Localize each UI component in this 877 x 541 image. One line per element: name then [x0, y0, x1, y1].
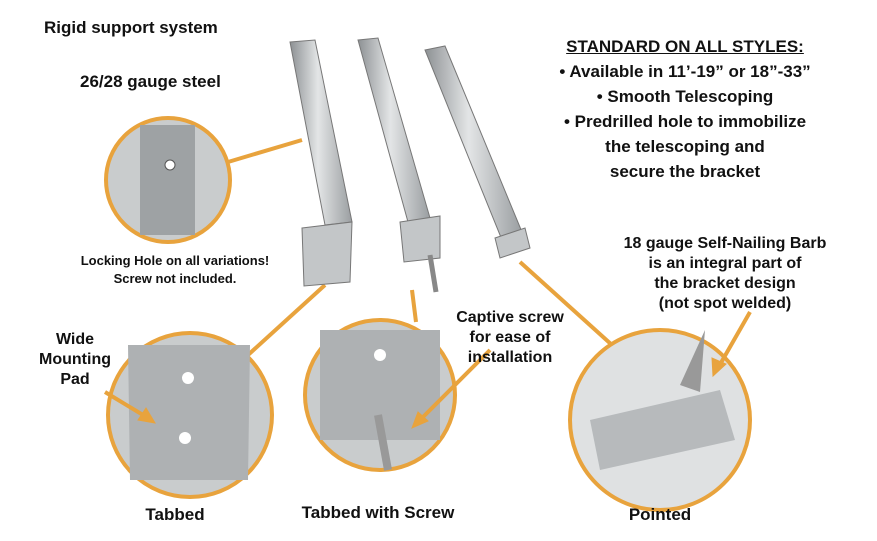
note-line: 18 gauge Self-Nailing Barb [623, 235, 827, 252]
feature-line: secure the bracket [609, 162, 761, 181]
detail-contents [128, 125, 735, 480]
bracket-bars [289, 37, 531, 293]
note-line: Captive screw [456, 309, 564, 326]
bar-tabbed [289, 39, 353, 226]
feature-bullet: • Predrilled hole to immobilize [563, 112, 807, 131]
barb-note: 18 gauge Self-Nailing Barb is an integra… [590, 234, 860, 314]
feature-line: the telescoping and [605, 137, 765, 156]
note-line: is an integral part of [648, 255, 802, 272]
label-line: Wide [55, 331, 95, 348]
style-label-pointed: Pointed [628, 505, 692, 524]
wide-pad-label: Wide Mounting Pad [25, 330, 125, 390]
note-line: the bracket design [654, 275, 796, 292]
rigid-label: Rigid support system [44, 18, 218, 37]
standard-heading: STANDARD ON ALL STYLES: [566, 37, 804, 56]
standard-features: STANDARD ON ALL STYLES: • Available in 1… [500, 34, 870, 184]
style-label-tabbed-screw: Tabbed with Screw [301, 503, 455, 522]
callout-arrows [103, 311, 752, 429]
style-label-tabbed: Tabbed [145, 505, 205, 524]
note-line: installation [467, 349, 553, 366]
feature-bullet: • Smooth Telescoping [596, 87, 774, 106]
note-line: Locking Hole on all variations! [80, 253, 270, 268]
note-line: for ease of [469, 329, 551, 346]
feature-bullet: • Available in 11’-19” or 18”-33” [559, 62, 811, 81]
pad-screw [399, 215, 441, 263]
pad-pointed [494, 227, 531, 259]
callout-lines [227, 138, 614, 357]
note-line: (not spot welded) [658, 295, 792, 312]
label-line: Mounting [39, 351, 111, 368]
label-line: Pad [60, 371, 90, 388]
screw-icon [427, 254, 439, 293]
pad-tabbed [301, 221, 353, 287]
gauge-label: 26/28 gauge steel [80, 72, 221, 91]
locking-hole-note: Locking Hole on all variations! Screw no… [40, 252, 310, 288]
bar-screw [357, 37, 431, 223]
captive-screw-note: Captive screw for ease of installation [440, 308, 580, 368]
note-line: Screw not included. [113, 271, 237, 286]
